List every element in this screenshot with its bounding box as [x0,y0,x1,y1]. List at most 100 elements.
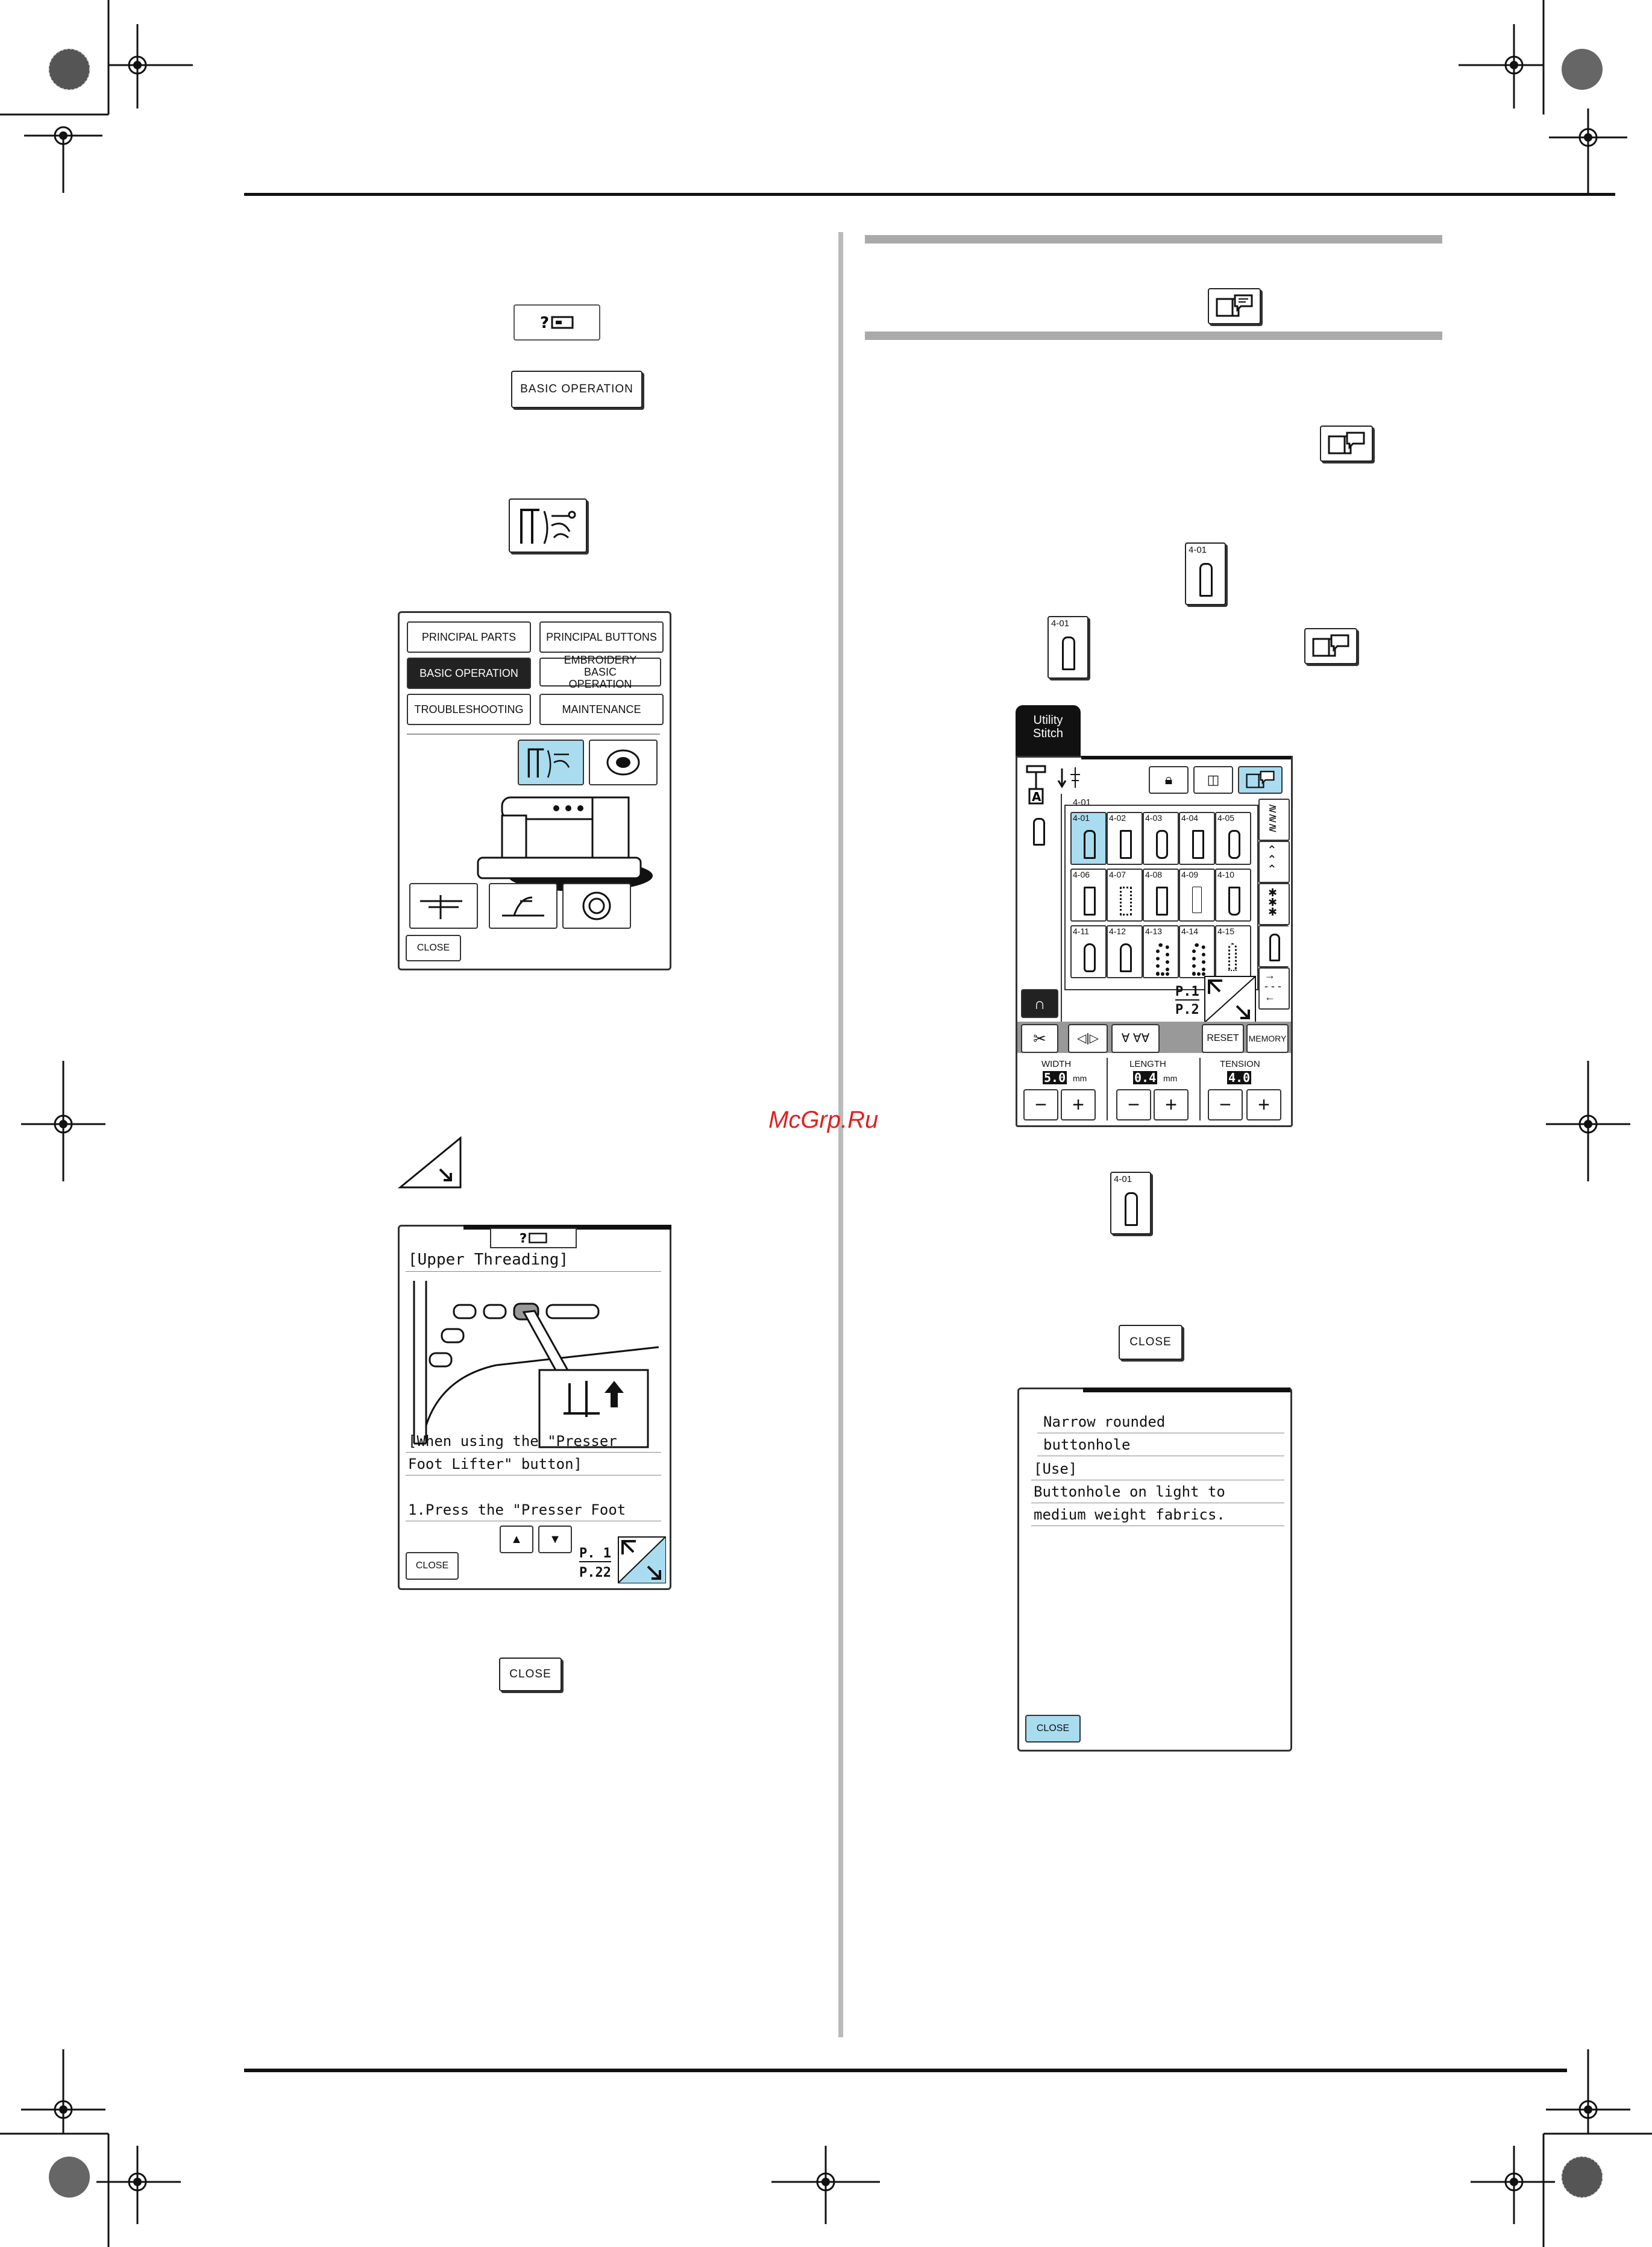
stitch-key[interactable]: 4-13 [1143,925,1179,978]
stitch-key[interactable]: 4-06 [1070,869,1107,922]
stitch-key[interactable]: 4-14 [1179,925,1215,978]
tension-label: TENSION [1220,1059,1260,1069]
shirt-icon: ◫ [1207,772,1220,787]
reset-button[interactable]: RESET [1202,1024,1244,1053]
watermark-text: McGrp.Ru [768,1107,879,1133]
tension-minus-button[interactable]: − [1208,1089,1243,1120]
buttonhole-icon [1192,887,1202,913]
length-plus-button[interactable]: + [1154,1089,1189,1120]
divider-2 [1199,1058,1201,1120]
divider-1 [1107,1058,1108,1120]
buttonhole-icon [1269,934,1280,961]
needle-position-icon [1057,767,1080,788]
help-menu-close-button[interactable]: CLOSE [406,935,461,961]
stitch-key[interactable]: 4-07 [1107,869,1143,922]
threading-close-button[interactable]: CLOSE [406,1552,459,1580]
threading-help-panel: ? [Upper Threading] [When using the "Pre… [398,1225,671,1590]
explain-icon-header-button [1208,288,1261,324]
stitch-key-a: 4-01 [1185,542,1226,605]
stitch-key[interactable]: 4-01 [1070,812,1107,865]
stitch-number: 4-06 [1073,870,1090,879]
threading-icon [527,748,570,778]
category-decorative-tab[interactable]: ⌃⌃⌃ [1258,841,1290,883]
triangle-down-icon: ▼ [549,1533,561,1546]
description-close-button[interactable]: CLOSE [1025,1715,1081,1743]
zigzag-icon: ≷≷≷ [1268,802,1278,834]
stitch-key[interactable]: 4-02 [1107,812,1143,865]
stitch-key[interactable]: 4-04 [1179,812,1215,865]
principal-parts-button[interactable]: PRINCIPAL PARTS [407,621,531,653]
stitch-key[interactable]: 4-08 [1143,869,1179,922]
stitch-key[interactable]: 4-12 [1107,925,1143,978]
needle-threading-topic-button[interactable] [409,883,478,929]
page-flip-button[interactable] [618,1536,666,1583]
threading-title: [Upper Threading] [408,1251,569,1269]
category-buttonhole-tab[interactable] [1258,925,1289,967]
close-button-left[interactable]: CLOSE [499,1658,562,1691]
lock-icon: 🔒︎ [1164,772,1173,788]
troubleshooting-button[interactable]: TROUBLESHOOTING [407,694,531,725]
description-line-3: [Use] [1034,1460,1078,1477]
description-line-1: Narrow rounded [1043,1413,1166,1430]
width-plus-button[interactable]: + [1061,1089,1096,1120]
bobbin-winding-topic-button[interactable] [589,740,658,785]
next-page-arrow-button[interactable] [397,1136,463,1190]
close-button-right[interactable]: CLOSE [1119,1325,1182,1360]
lock-button[interactable]: 🔒︎ [1149,766,1189,794]
buttonhole-icon [1120,830,1132,859]
page-total: P.2 [1175,1002,1199,1017]
buttonhole-icon [1192,830,1204,859]
utility-stitch-tab[interactable]: Utility Stitch [1016,705,1081,756]
embroidery-basic-operation-button[interactable]: EMBROIDERY BASIC OPERATION [539,654,661,690]
stitch-key[interactable]: 4-15 [1215,925,1251,978]
stitch-number: 4-05 [1217,813,1235,823]
cross-stitch-icon: ✱✱✱ [1268,887,1278,918]
help-machine-icon: ? [540,314,574,332]
basic-operation-tab[interactable]: BASIC OPERATION [407,658,531,689]
buttonhole-icon [1228,887,1240,916]
maintenance-button[interactable]: MAINTENANCE [539,694,664,725]
page-flip-button[interactable] [1204,976,1256,1023]
stitch-key[interactable]: 4-05 [1215,812,1251,865]
basic-operation-button[interactable]: BASIC OPERATION [511,371,642,408]
category-cross-stitch-tab[interactable]: ✱✱✱ [1258,883,1290,925]
stitch-key[interactable]: 4-09 [1179,869,1215,922]
twin-needle-button[interactable]: ∀ ∀∀ [1111,1024,1160,1053]
page-flip-icon [618,1536,666,1583]
buttonhole-icon [1192,943,1205,976]
stitch-number: 4-13 [1145,926,1163,936]
presser-foot-topic-button[interactable] [489,883,557,929]
length-minus-button[interactable]: − [1116,1089,1151,1120]
garment-button[interactable]: ◫ [1193,766,1233,794]
stitch-key-b: 4-01 [1047,616,1088,679]
help-machine-button[interactable]: ? [514,304,600,341]
thread-cutter-button[interactable]: ✂ [1021,1024,1058,1053]
selected-stitch-preview [1033,818,1045,846]
mirror-button[interactable]: ◁|▷ [1068,1024,1108,1053]
presser-foot-a-icon: A [1026,765,1046,805]
menu-divider [407,734,660,735]
scroll-up-button[interactable]: ▲ [500,1526,533,1553]
threading-topic-button[interactable] [518,740,584,785]
threading-text-3: 1.Press the "Presser Foot [408,1501,626,1518]
length-value: 0.4 [1133,1070,1158,1085]
principal-buttons-button[interactable]: PRINCIPAL BUTTONS [539,621,664,653]
scroll-down-button[interactable]: ▼ [538,1526,572,1553]
bobbin-setting-topic-button[interactable] [562,883,631,929]
memory-button[interactable]: MEMORY [1246,1024,1289,1053]
tension-plus-button[interactable]: + [1246,1089,1281,1120]
stitch-key[interactable]: 4-10 [1215,869,1251,922]
category-zigzag-tab[interactable]: ≷≷≷ [1258,799,1290,841]
width-minus-button[interactable]: − [1023,1089,1058,1120]
threading-icon-button[interactable] [509,498,587,553]
auto-reverse-button[interactable]: ∩ [1021,989,1058,1018]
stitch-explanation-button[interactable] [1238,766,1283,794]
stitch-number: 4-03 [1145,813,1163,823]
category-direction-tab[interactable]: →- - -← [1258,967,1290,1010]
stitch-key[interactable]: 4-11 [1070,925,1107,978]
width-unit: mm [1073,1073,1087,1083]
buttonhole-icon [1156,830,1168,859]
buttonhole-icon [1062,636,1075,670]
stitch-key[interactable]: 4-03 [1143,812,1179,865]
